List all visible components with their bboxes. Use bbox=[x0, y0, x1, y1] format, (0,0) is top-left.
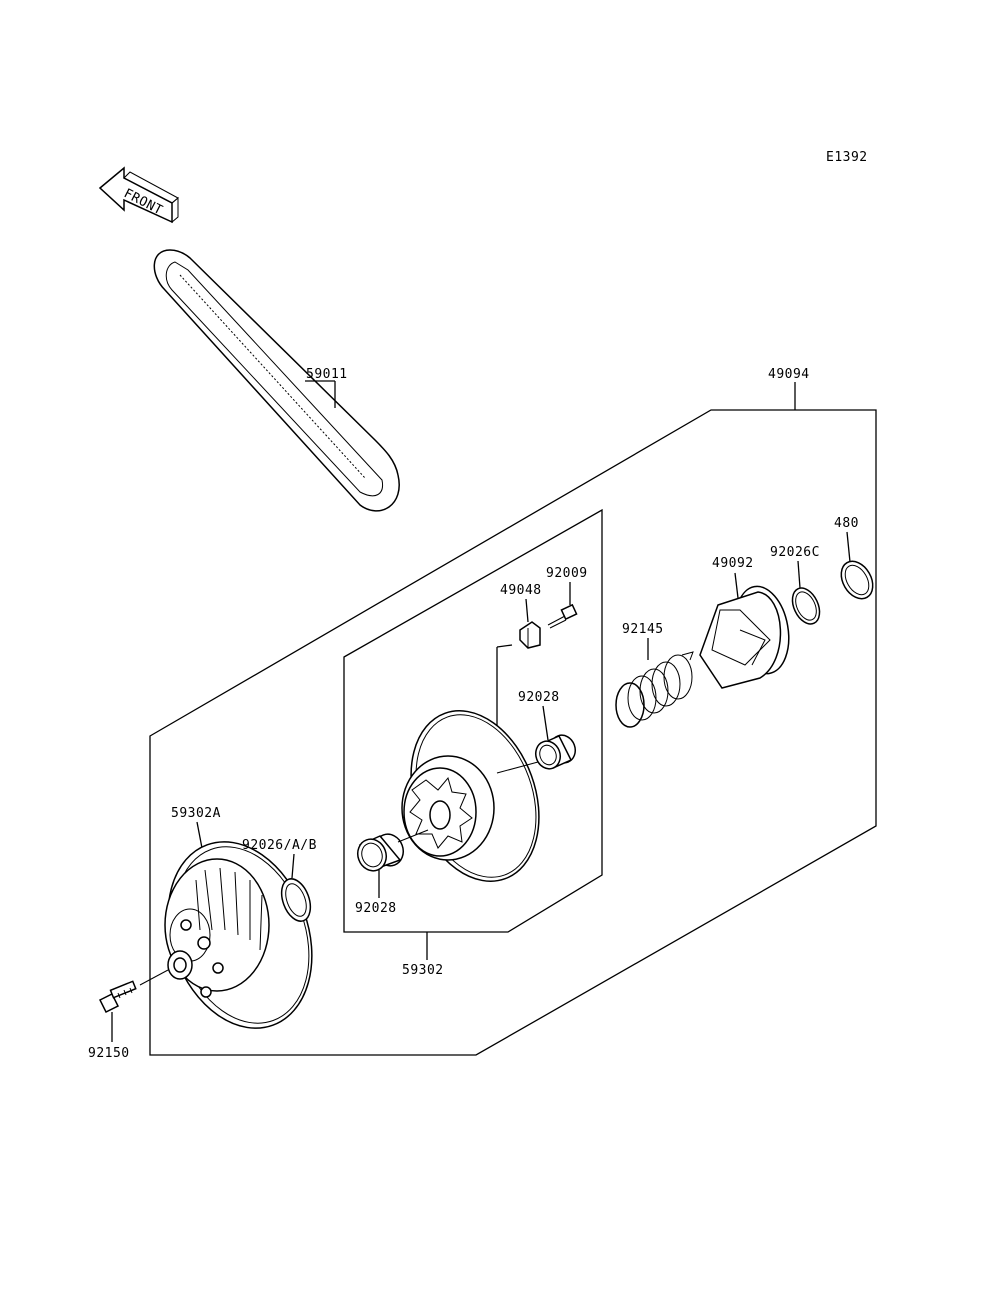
bushing-upper bbox=[534, 734, 577, 770]
label-92145: 92145 bbox=[622, 622, 664, 637]
label-49048: 49048 bbox=[500, 583, 542, 598]
circlip bbox=[840, 560, 874, 600]
pin-part bbox=[547, 603, 578, 629]
circlip-leader bbox=[846, 531, 851, 563]
bushing-upper-leader bbox=[542, 705, 549, 741]
assembly-outline bbox=[149, 409, 877, 1056]
shoe-connector bbox=[496, 644, 513, 648]
washer-ab bbox=[280, 878, 312, 922]
label-92009: 92009 bbox=[546, 566, 588, 581]
washer-c-leader bbox=[797, 560, 801, 589]
spring bbox=[615, 651, 694, 728]
label-49092: 49092 bbox=[712, 556, 754, 571]
label-59011: 59011 bbox=[306, 367, 348, 382]
bushing-axis-lower bbox=[397, 829, 429, 843]
drive-belt bbox=[153, 249, 400, 512]
label-92028-upper: 92028 bbox=[518, 690, 560, 705]
subassembly-outline bbox=[343, 508, 603, 933]
label-59302: 59302 bbox=[402, 963, 444, 978]
label-92026c: 92026C bbox=[770, 545, 820, 560]
bushing-axis-upper bbox=[496, 761, 539, 774]
label-480: 480 bbox=[834, 516, 859, 531]
bolt-axis bbox=[139, 969, 169, 986]
cam-part bbox=[699, 585, 790, 689]
fixed-sheave bbox=[164, 841, 313, 1029]
label-92150: 92150 bbox=[88, 1046, 130, 1061]
washer-c bbox=[791, 587, 821, 625]
diagram-code: E1392 bbox=[826, 150, 868, 165]
front-arrow-icon: FRONT bbox=[98, 166, 179, 224]
label-59302a: 59302A bbox=[171, 806, 221, 821]
bolt bbox=[98, 980, 137, 1014]
shoe-part bbox=[519, 621, 541, 649]
shoe-leader bbox=[525, 598, 529, 623]
washer-ab-leader bbox=[291, 853, 295, 879]
label-92026ab: 92026/A/B bbox=[242, 838, 317, 853]
label-49094: 49094 bbox=[768, 367, 810, 382]
cam-leader bbox=[734, 572, 739, 599]
movable-sheave bbox=[401, 710, 540, 882]
fixed-sheave-leader bbox=[196, 821, 203, 849]
bushing-lower bbox=[357, 833, 404, 872]
label-92028-lower: 92028 bbox=[355, 901, 397, 916]
